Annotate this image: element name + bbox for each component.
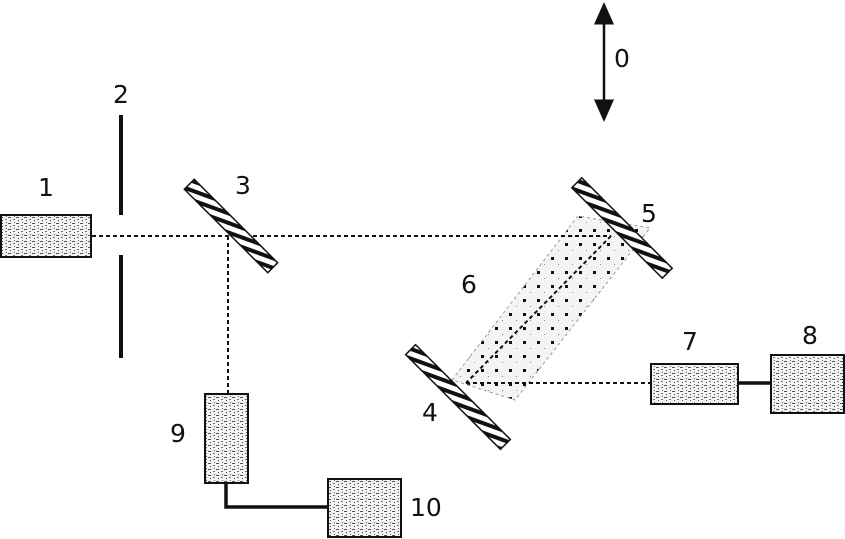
detector-box (650, 363, 739, 405)
label-mirror-left: 4 (422, 398, 438, 427)
label-mirror-right: 5 (641, 199, 657, 228)
label-diaphragm: 2 (113, 80, 129, 109)
label-recorder: 8 (802, 321, 818, 350)
reference-recorder-box (327, 478, 402, 538)
label-laser: 1 (38, 173, 54, 202)
mirror-4 (404, 343, 512, 451)
absorption-cell (451, 215, 651, 401)
label-reference-detector: 9 (170, 419, 186, 448)
label-detector: 7 (682, 327, 698, 356)
label-motion-axis: 0 (614, 44, 630, 73)
label-beam-splitter: 3 (235, 171, 251, 200)
wire-reference (224, 483, 328, 509)
laser-box (0, 214, 92, 258)
reference-detector-box (204, 393, 249, 484)
mirror-5 (570, 176, 674, 280)
label-cell: 6 (461, 270, 477, 299)
recorder-box (770, 354, 845, 414)
beam-splitter (183, 178, 279, 274)
label-reference-recorder: 10 (410, 493, 442, 522)
